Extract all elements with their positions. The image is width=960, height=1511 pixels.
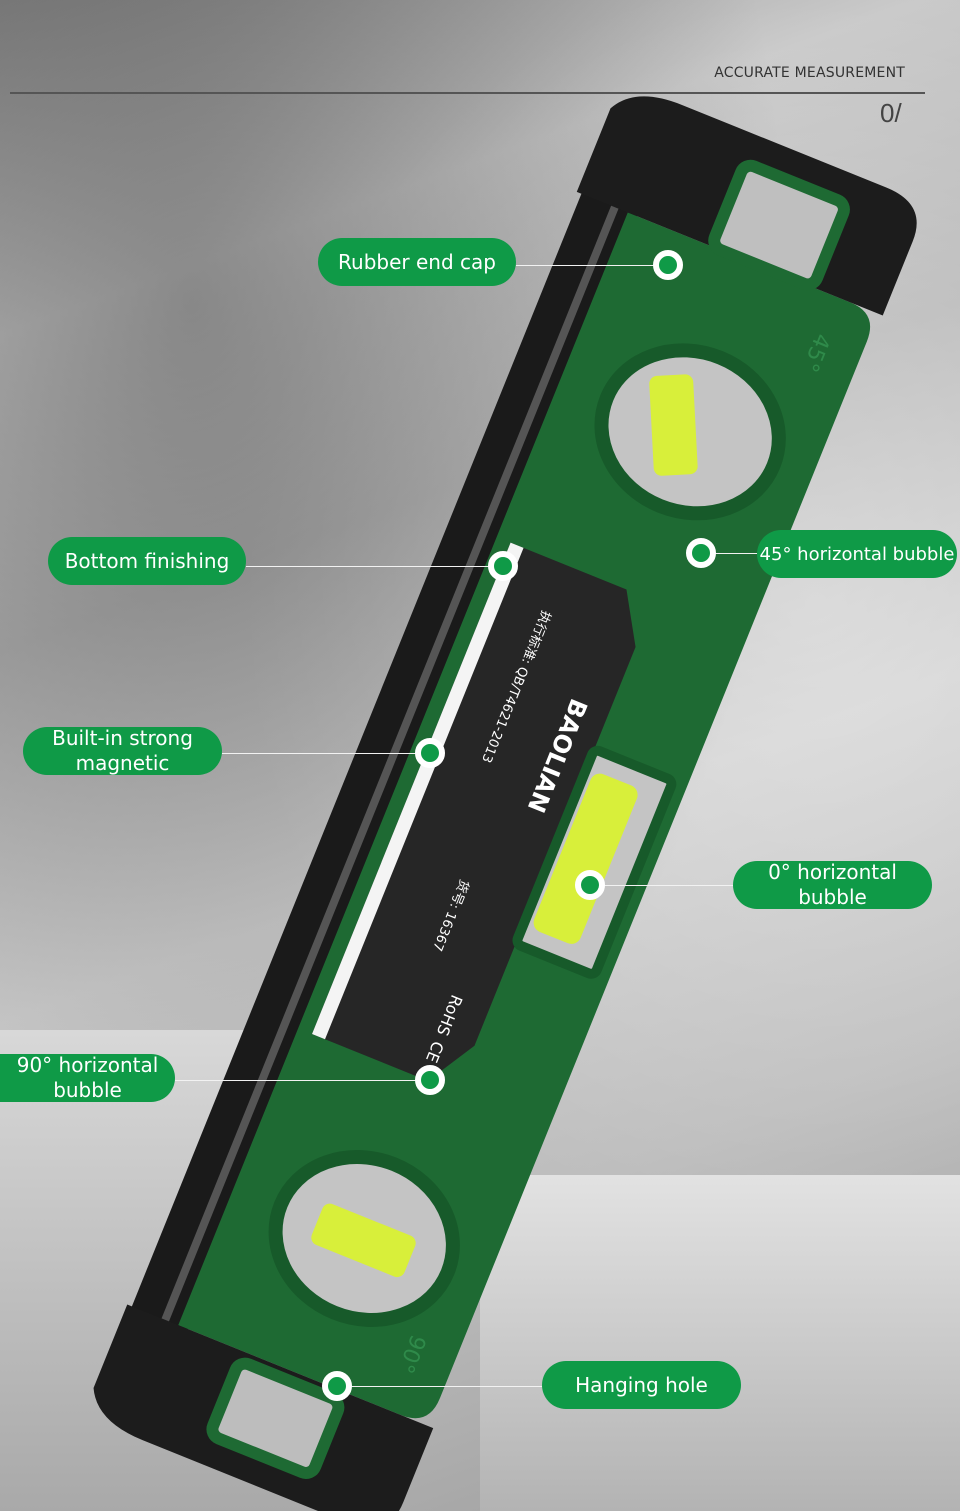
vial-45 xyxy=(649,374,698,476)
callout-90-bubble: 90° horizontal bubble xyxy=(0,1053,175,1102)
hanging-hole-bottom xyxy=(206,1357,345,1479)
callout-built-in-magnetic: Built-in strong magnetic xyxy=(23,726,222,775)
callout-line xyxy=(516,265,668,266)
callout-dot xyxy=(415,738,445,768)
hanging-hole-top xyxy=(708,159,850,291)
callout-dot xyxy=(575,870,605,900)
callout-line xyxy=(175,1080,430,1081)
callout-bottom-finishing: Bottom finishing xyxy=(48,537,246,585)
callout-line xyxy=(701,553,757,554)
callout-rubber-end-cap: Rubber end cap xyxy=(318,238,516,286)
callout-dot xyxy=(415,1065,445,1095)
callout-line xyxy=(246,566,503,567)
callout-dot xyxy=(686,538,716,568)
callout-line xyxy=(590,885,733,886)
callout-hanging-hole: Hanging hole xyxy=(542,1361,741,1409)
callout-dot xyxy=(653,250,683,280)
concrete-step-right xyxy=(480,1175,960,1511)
callout-dot xyxy=(488,551,518,581)
header-title: ACCURATE MEASUREMENT xyxy=(714,65,905,81)
header-divider xyxy=(10,92,925,94)
callout-45-bubble: 45° horizontal bubble xyxy=(757,530,957,578)
callout-line xyxy=(337,1386,542,1387)
vial-90 xyxy=(311,1203,416,1278)
header-number: 0/ xyxy=(880,98,902,128)
label-panel xyxy=(312,542,636,1081)
bottom-finishing-strip xyxy=(98,110,671,1413)
callout-0-bubble: 0° horizontal bubble xyxy=(733,860,932,909)
callout-line xyxy=(222,753,430,754)
vial-0 xyxy=(533,773,638,944)
callout-dot xyxy=(322,1371,352,1401)
